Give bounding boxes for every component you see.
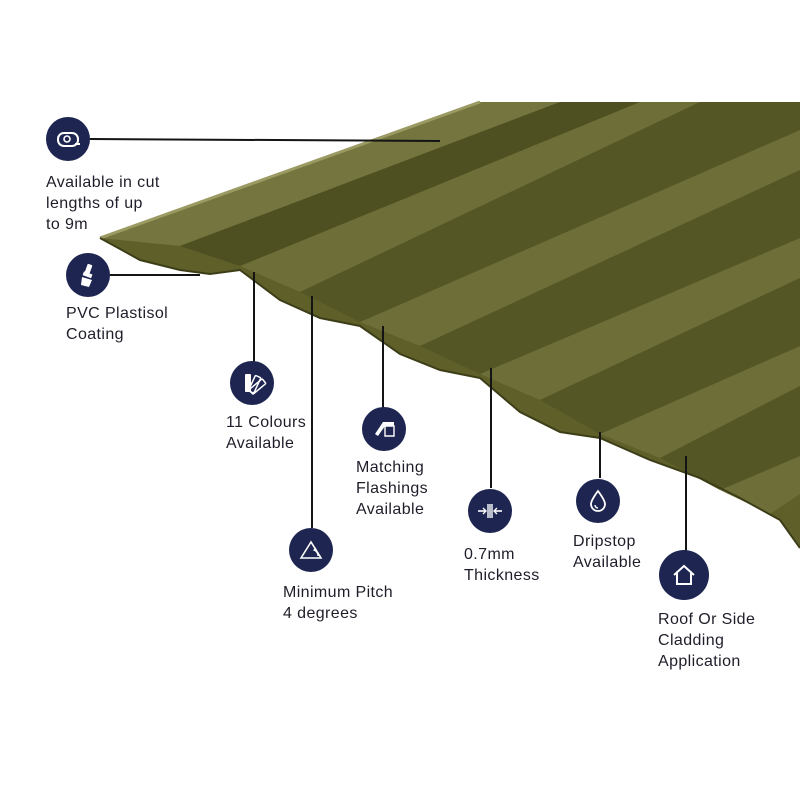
feature-label-pitch: Minimum Pitch 4 degrees	[283, 582, 393, 624]
sheet-trough	[420, 170, 800, 374]
feature-line: Flashings	[356, 480, 429, 497]
feature-label-cut-lengths: Available in cut lengths of up to 9m	[46, 172, 160, 235]
feature-line: lengths of up	[46, 195, 143, 212]
feature-line: 0.7mm	[464, 546, 515, 563]
feature-line: PVC Plastisol	[66, 305, 169, 322]
sheet-trough	[180, 102, 640, 266]
feature-line: Available	[573, 554, 642, 571]
feature-label-thickness: 0.7mm Thickness	[464, 544, 540, 586]
sheet-crest	[720, 456, 800, 514]
feature-line: Minimum Pitch	[283, 584, 394, 601]
house-icon	[659, 550, 709, 600]
sheet-crest	[240, 102, 700, 292]
feature-line: Application	[658, 653, 741, 670]
feature-label-coating: PVC Plastisol Coating	[66, 303, 168, 345]
sheet-crest	[600, 346, 800, 458]
thickness-icon	[468, 489, 512, 533]
feature-line: to 9m	[46, 216, 89, 233]
water-drop-icon	[576, 479, 620, 523]
pitch-angle-icon	[289, 528, 333, 572]
feature-line: Roof Or Side	[658, 611, 756, 628]
sheet-trough	[660, 386, 800, 490]
feature-label-flashings: Matching Flashings Available	[356, 457, 428, 520]
sheet-trough	[300, 102, 800, 322]
feature-line: Matching	[356, 459, 425, 476]
feature-line: Available	[356, 501, 425, 518]
sheet-ridge	[99, 100, 481, 240]
feature-line: Coating	[66, 326, 124, 343]
flashing-corner-icon	[362, 407, 406, 451]
sheet-crest	[360, 130, 800, 346]
paint-brush-icon	[66, 253, 110, 297]
tape-measure-icon	[46, 117, 90, 161]
sheet-trough	[540, 278, 800, 434]
feature-line: 4 degrees	[283, 605, 358, 622]
feature-line: Dripstop	[573, 533, 636, 550]
feature-label-colours: 11 Colours Available	[226, 412, 306, 454]
feature-line: Cladding	[658, 632, 725, 649]
feature-line: Available	[226, 435, 295, 452]
colour-swatch-icon	[230, 361, 274, 405]
feature-label-dripstop: Dripstop Available	[573, 531, 641, 573]
feature-label-cladding: Roof Or Side Cladding Application	[658, 609, 755, 672]
feature-line: Available in cut	[46, 174, 160, 191]
sheet-crest	[100, 102, 560, 246]
feature-line: Thickness	[464, 567, 540, 584]
feature-line: 11 Colours	[226, 414, 307, 431]
sheet-edge	[99, 237, 800, 549]
sheet-crest	[480, 238, 800, 400]
